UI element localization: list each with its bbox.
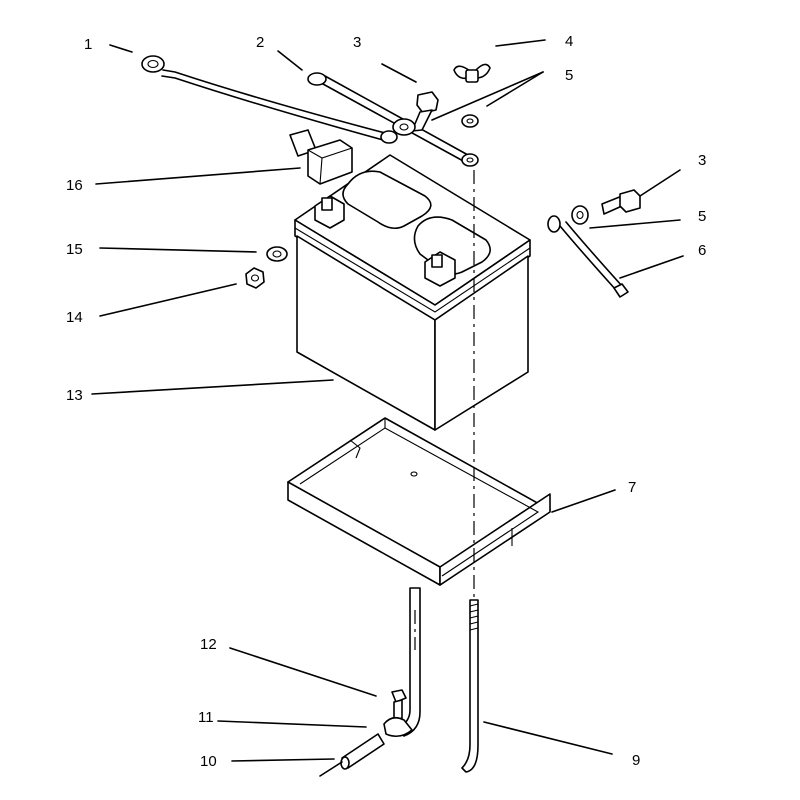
part-4-wing-nut — [453, 63, 491, 83]
part-5-washers-upper — [392, 114, 479, 136]
part-6-cable — [559, 221, 629, 298]
callout-11: 11 — [198, 709, 214, 726]
part-3-bolt-upper — [411, 91, 439, 132]
part-12-screw — [391, 689, 407, 721]
part-16-terminal-cover — [289, 129, 353, 185]
part-1-battery-cable — [141, 55, 398, 144]
part-14-nut — [245, 267, 265, 289]
callout-13: 13 — [66, 387, 83, 404]
part-15-washer — [266, 246, 288, 262]
callout-5-right: 5 — [698, 208, 706, 225]
callout-15: 15 — [66, 241, 83, 258]
callout-14: 14 — [66, 309, 83, 326]
callout-3-upper: 3 — [353, 34, 361, 51]
callout-2: 2 — [256, 34, 264, 51]
callout-12: 12 — [200, 636, 217, 653]
callout-labels: 1 2 3 4 5 16 3 5 6 15 14 13 7 12 11 10 9 — [66, 33, 706, 770]
callout-1: 1 — [84, 36, 92, 53]
part-13-battery — [294, 154, 531, 431]
callout-16: 16 — [66, 177, 83, 194]
callout-4: 4 — [565, 33, 573, 50]
part-7-battery-tray — [287, 417, 551, 586]
part-3-bolt-right — [601, 189, 641, 215]
callout-10: 10 — [200, 753, 217, 770]
callout-7: 7 — [628, 479, 636, 496]
callout-3-right: 3 — [698, 152, 706, 169]
callout-5-upper: 5 — [565, 67, 573, 84]
part-9-j-bolt — [461, 170, 479, 773]
part-11-clamp — [383, 716, 413, 738]
callout-6: 6 — [698, 242, 706, 259]
callout-9: 9 — [632, 752, 640, 769]
part-hose-upper — [397, 587, 421, 737]
leader-lines — [91, 39, 684, 762]
part-5-washers-right — [547, 205, 589, 233]
part-10-hose-lower — [319, 733, 385, 777]
